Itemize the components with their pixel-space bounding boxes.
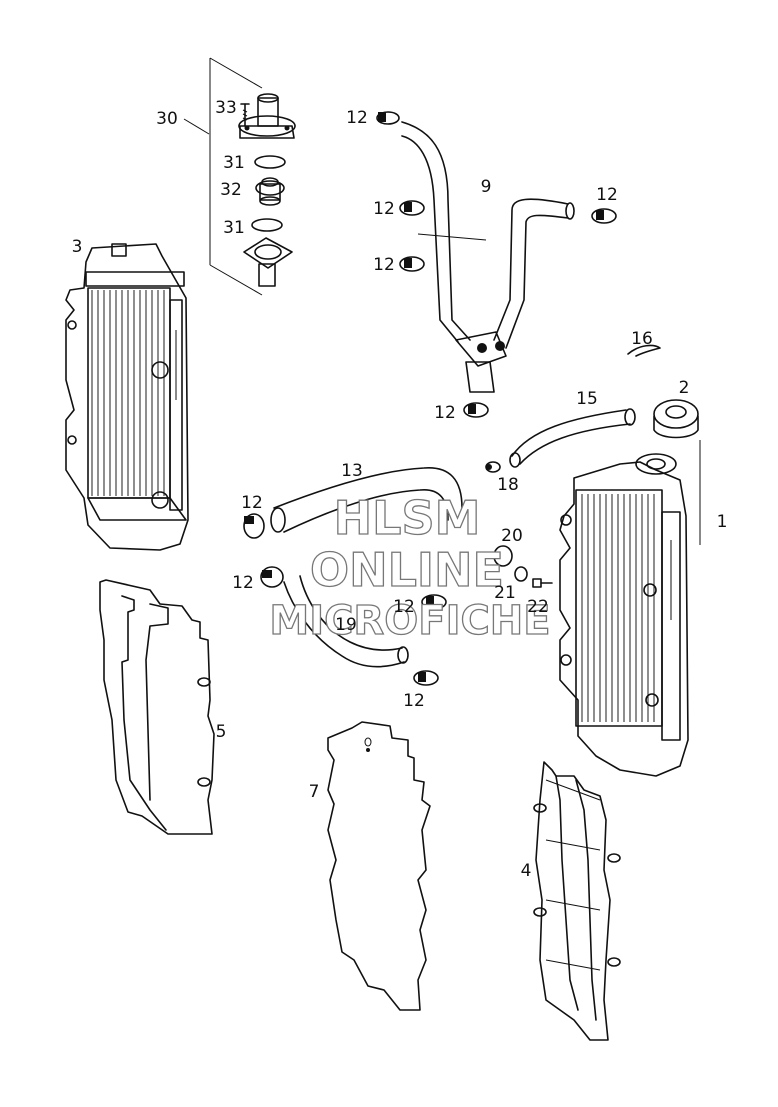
callout-12-c: 12 [373, 255, 395, 275]
grommet-20 [493, 545, 513, 567]
callout-13: 13 [341, 461, 363, 481]
callout-32: 32 [220, 180, 242, 200]
callout-16: 16 [631, 329, 653, 349]
hose-15 [509, 408, 636, 468]
clamp-12-c [399, 256, 425, 272]
callout-12-h: 12 [393, 597, 415, 617]
thermostat-housing-upper [238, 93, 296, 139]
screw-33 [240, 103, 250, 127]
callout-33: 33 [215, 98, 237, 118]
callout-2: 2 [679, 378, 690, 398]
callout-18: 18 [497, 475, 519, 495]
thermostat-assembly [183, 57, 296, 296]
callout-15: 15 [576, 389, 598, 409]
watermark: HLSM ONLINE MICROFICHE [269, 490, 552, 644]
hose-13 [270, 467, 463, 533]
callout-31-upper: 31 [223, 153, 245, 173]
radiator-cap-2 [653, 399, 699, 439]
callout-12-b: 12 [373, 199, 395, 219]
callout-1: 1 [717, 512, 728, 532]
callout-12-g: 12 [232, 573, 254, 593]
callout-20: 20 [501, 526, 523, 546]
clamp-12-i [413, 670, 439, 686]
hose-19 [283, 575, 409, 668]
watermark-line1: HLSM [334, 491, 481, 545]
callout-4: 4 [521, 861, 532, 881]
callout-7: 7 [309, 782, 320, 802]
washer-21 [514, 566, 528, 582]
hose-clamps [243, 111, 617, 686]
callout-9: 9 [481, 177, 492, 197]
shroud-5 [99, 579, 215, 835]
thermostat-housing-lower [243, 237, 293, 287]
radiator-right-fins [581, 494, 655, 722]
thermostat-32 [255, 177, 285, 206]
clamp-12-g [260, 566, 284, 588]
callout-12-i: 12 [403, 691, 425, 711]
callout-labels: 30 33 31 32 31 3 12 9 12 12 12 16 2 15 1… [72, 98, 728, 881]
clamp-12-e [463, 402, 489, 418]
shroud-7 [327, 721, 431, 1011]
clamp-12-a [376, 111, 400, 125]
callout-22: 22 [527, 597, 549, 617]
hose-9 [401, 121, 575, 393]
callout-30: 30 [156, 109, 178, 129]
clamp-12-b [399, 200, 425, 216]
callout-12-f: 12 [241, 493, 263, 513]
shroud-4 [533, 761, 621, 1041]
callout-21: 21 [494, 583, 516, 603]
watermark-line3: MICROFICHE [269, 598, 550, 644]
radiator-left [65, 243, 189, 551]
callout-12-d: 12 [596, 185, 618, 205]
watermark-line2: ONLINE [310, 543, 504, 597]
callout-12-a: 12 [346, 108, 368, 128]
radiator-right [559, 453, 689, 777]
callout-31-lower: 31 [223, 218, 245, 238]
callout-5: 5 [216, 722, 227, 742]
o-ring-31-lower [251, 218, 283, 232]
clamp-12-f [243, 513, 265, 539]
clamp-12-h [421, 594, 447, 610]
callout-19: 19 [335, 615, 357, 635]
radiator-left-fins [91, 290, 165, 496]
callout-12-e: 12 [434, 403, 456, 423]
o-ring-31-upper [254, 155, 286, 169]
clamp-12-d [591, 208, 617, 224]
callout-3: 3 [72, 237, 83, 257]
fitting-18 [485, 461, 501, 473]
clip-16 [627, 344, 661, 357]
bolt-22 [532, 578, 553, 588]
